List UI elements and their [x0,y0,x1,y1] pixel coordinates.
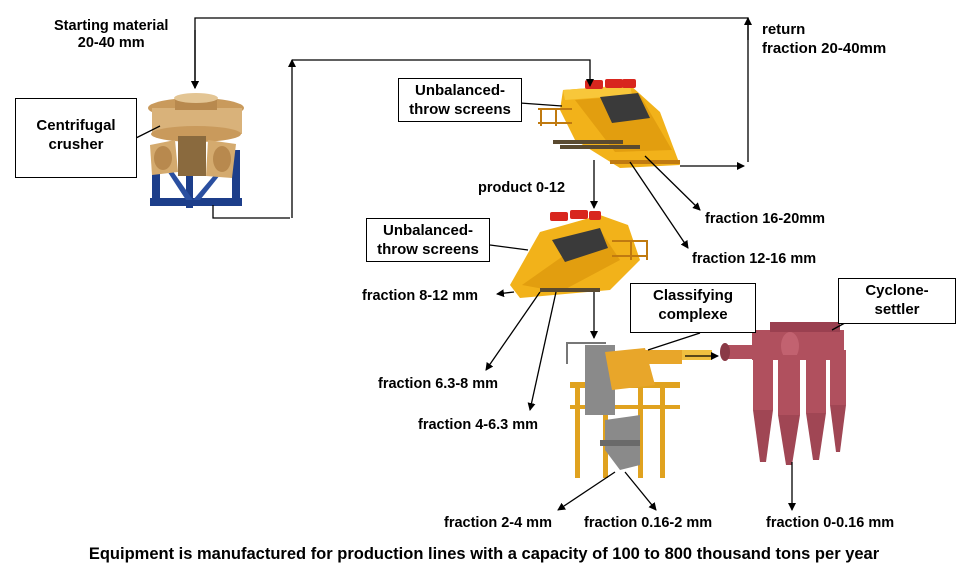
fraction-2-4-label: fraction 2-4 mm [444,515,552,531]
capacity-caption: Equipment is manufactured for production… [88,545,880,563]
fraction-6-3-8-label: fraction 6.3-8 mm [378,376,499,392]
arrow-fraction-0-16-2 [624,471,657,511]
product-0-12-label: product 0-12 [478,180,566,196]
arrow-fraction-8-12 [496,289,515,298]
callout-screens-mid-line2: throw screens [377,241,479,258]
return-line2: fraction 20-40mm [762,40,887,57]
leader-screens-mid [489,244,529,251]
callout-centrifugal-crusher: Centrifugal crusher [15,98,137,178]
callout-cyclone-line1: Cyclone- [865,282,929,299]
starting-material-label: Starting material 20-40 mm [54,18,168,52]
fraction-0-16-2-label: fraction 0.16-2 mm [584,515,713,531]
fraction-4-6-3-label: fraction 4-6.3 mm [418,417,539,433]
arrow-fraction-2-4 [557,471,616,511]
arrow-crusher-out [212,205,290,219]
callout-screens-top: Unbalanced- throw screens [398,78,522,122]
arrow-fraction-16-20 [644,155,701,211]
starting-material-line2: 20-40 mm [77,35,145,51]
leader-crusher [135,125,161,139]
callout-classifying-line1: Classifying [652,287,734,304]
cyclone-settler-image [720,322,846,465]
callout-screens-top-line1: Unbalanced- [414,82,505,99]
fraction-8-12-label: fraction 8-12 mm [362,288,479,304]
fraction-16-20-label: fraction 16-20mm [705,211,826,227]
callout-screens-mid-line1: Unbalanced- [382,222,473,239]
fraction-12-16-label: fraction 12-16 mm [692,251,817,267]
callout-classifying-line2: complexe [658,306,728,323]
callout-cyclone-line2: settler [874,301,920,318]
unbalanced-screen-top-image [538,79,680,168]
callout-cyclone-settler: Cyclone- settler [838,278,956,324]
callout-screens-mid: Unbalanced- throw screens [366,218,490,262]
callout-crusher-line2: crusher [48,136,104,153]
centrifugal-crusher-image [148,93,244,208]
arrow-fraction-4-6-3 [527,291,557,411]
callout-classifying-complex: Classifying complexe [630,283,756,333]
return-line1: return [762,21,806,38]
callout-crusher-line1: Centrifugal [36,117,116,134]
unbalanced-screen-mid-image [510,210,648,298]
classifying-complex-image [566,342,712,478]
return-fraction-label: return fraction 20-40mm [762,20,886,58]
fraction-0-0-16-label: fraction 0-0.16 mm [766,515,895,531]
leader-screens-top [519,102,563,107]
arrow-fraction-12-16 [629,161,689,249]
starting-material-line1: Starting material [54,18,169,34]
arrow-fraction-6-3-8 [485,291,541,371]
arrow-to-top-screen [292,59,594,87]
callout-screens-top-line2: throw screens [409,101,511,118]
leader-classifying [647,332,701,351]
flow-arrows [135,17,866,511]
